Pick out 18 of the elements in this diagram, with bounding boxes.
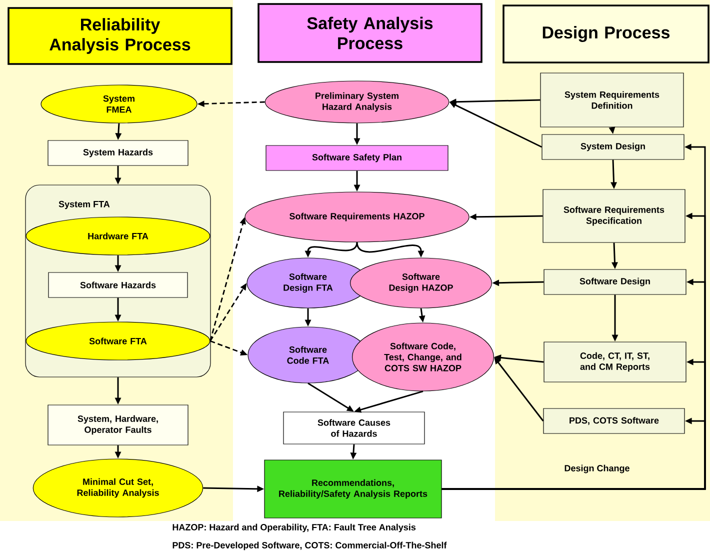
header-box: Design Process bbox=[502, 4, 710, 64]
process-box: System Hazards bbox=[48, 140, 188, 166]
header-box: Reliability Analysis Process bbox=[8, 7, 232, 65]
process-box: System, Hardware, Operator Faults bbox=[48, 404, 188, 446]
label: Design Change bbox=[564, 464, 630, 474]
process-box: Software Requirements Specification bbox=[542, 189, 686, 243]
process-box: Software Design bbox=[544, 269, 686, 295]
process-box: Code, CT, IT, ST, and CM Reports bbox=[544, 342, 686, 382]
header-box: Safety Analysis Process bbox=[258, 3, 482, 63]
footnote: HAZOP: Hazard and Operability, FTA: Fault Tree Analysis bbox=[172, 524, 416, 532]
process-box: PDS, COTS Software bbox=[543, 408, 685, 434]
process-box: Software Safety Plan bbox=[266, 145, 448, 171]
process-box: Software Causes of Hazards bbox=[283, 412, 425, 444]
process-box: Software Hazards bbox=[48, 272, 188, 298]
process-box: System Requirements Definition bbox=[540, 72, 684, 128]
footnote: PDS: Pre-Developed Software, COTS: Commercial-Off-The-Shelf bbox=[172, 542, 447, 550]
process-box: System Design bbox=[542, 134, 684, 160]
process-box: Recommendations, Reliability/Safety Analysis Reports bbox=[264, 460, 442, 518]
